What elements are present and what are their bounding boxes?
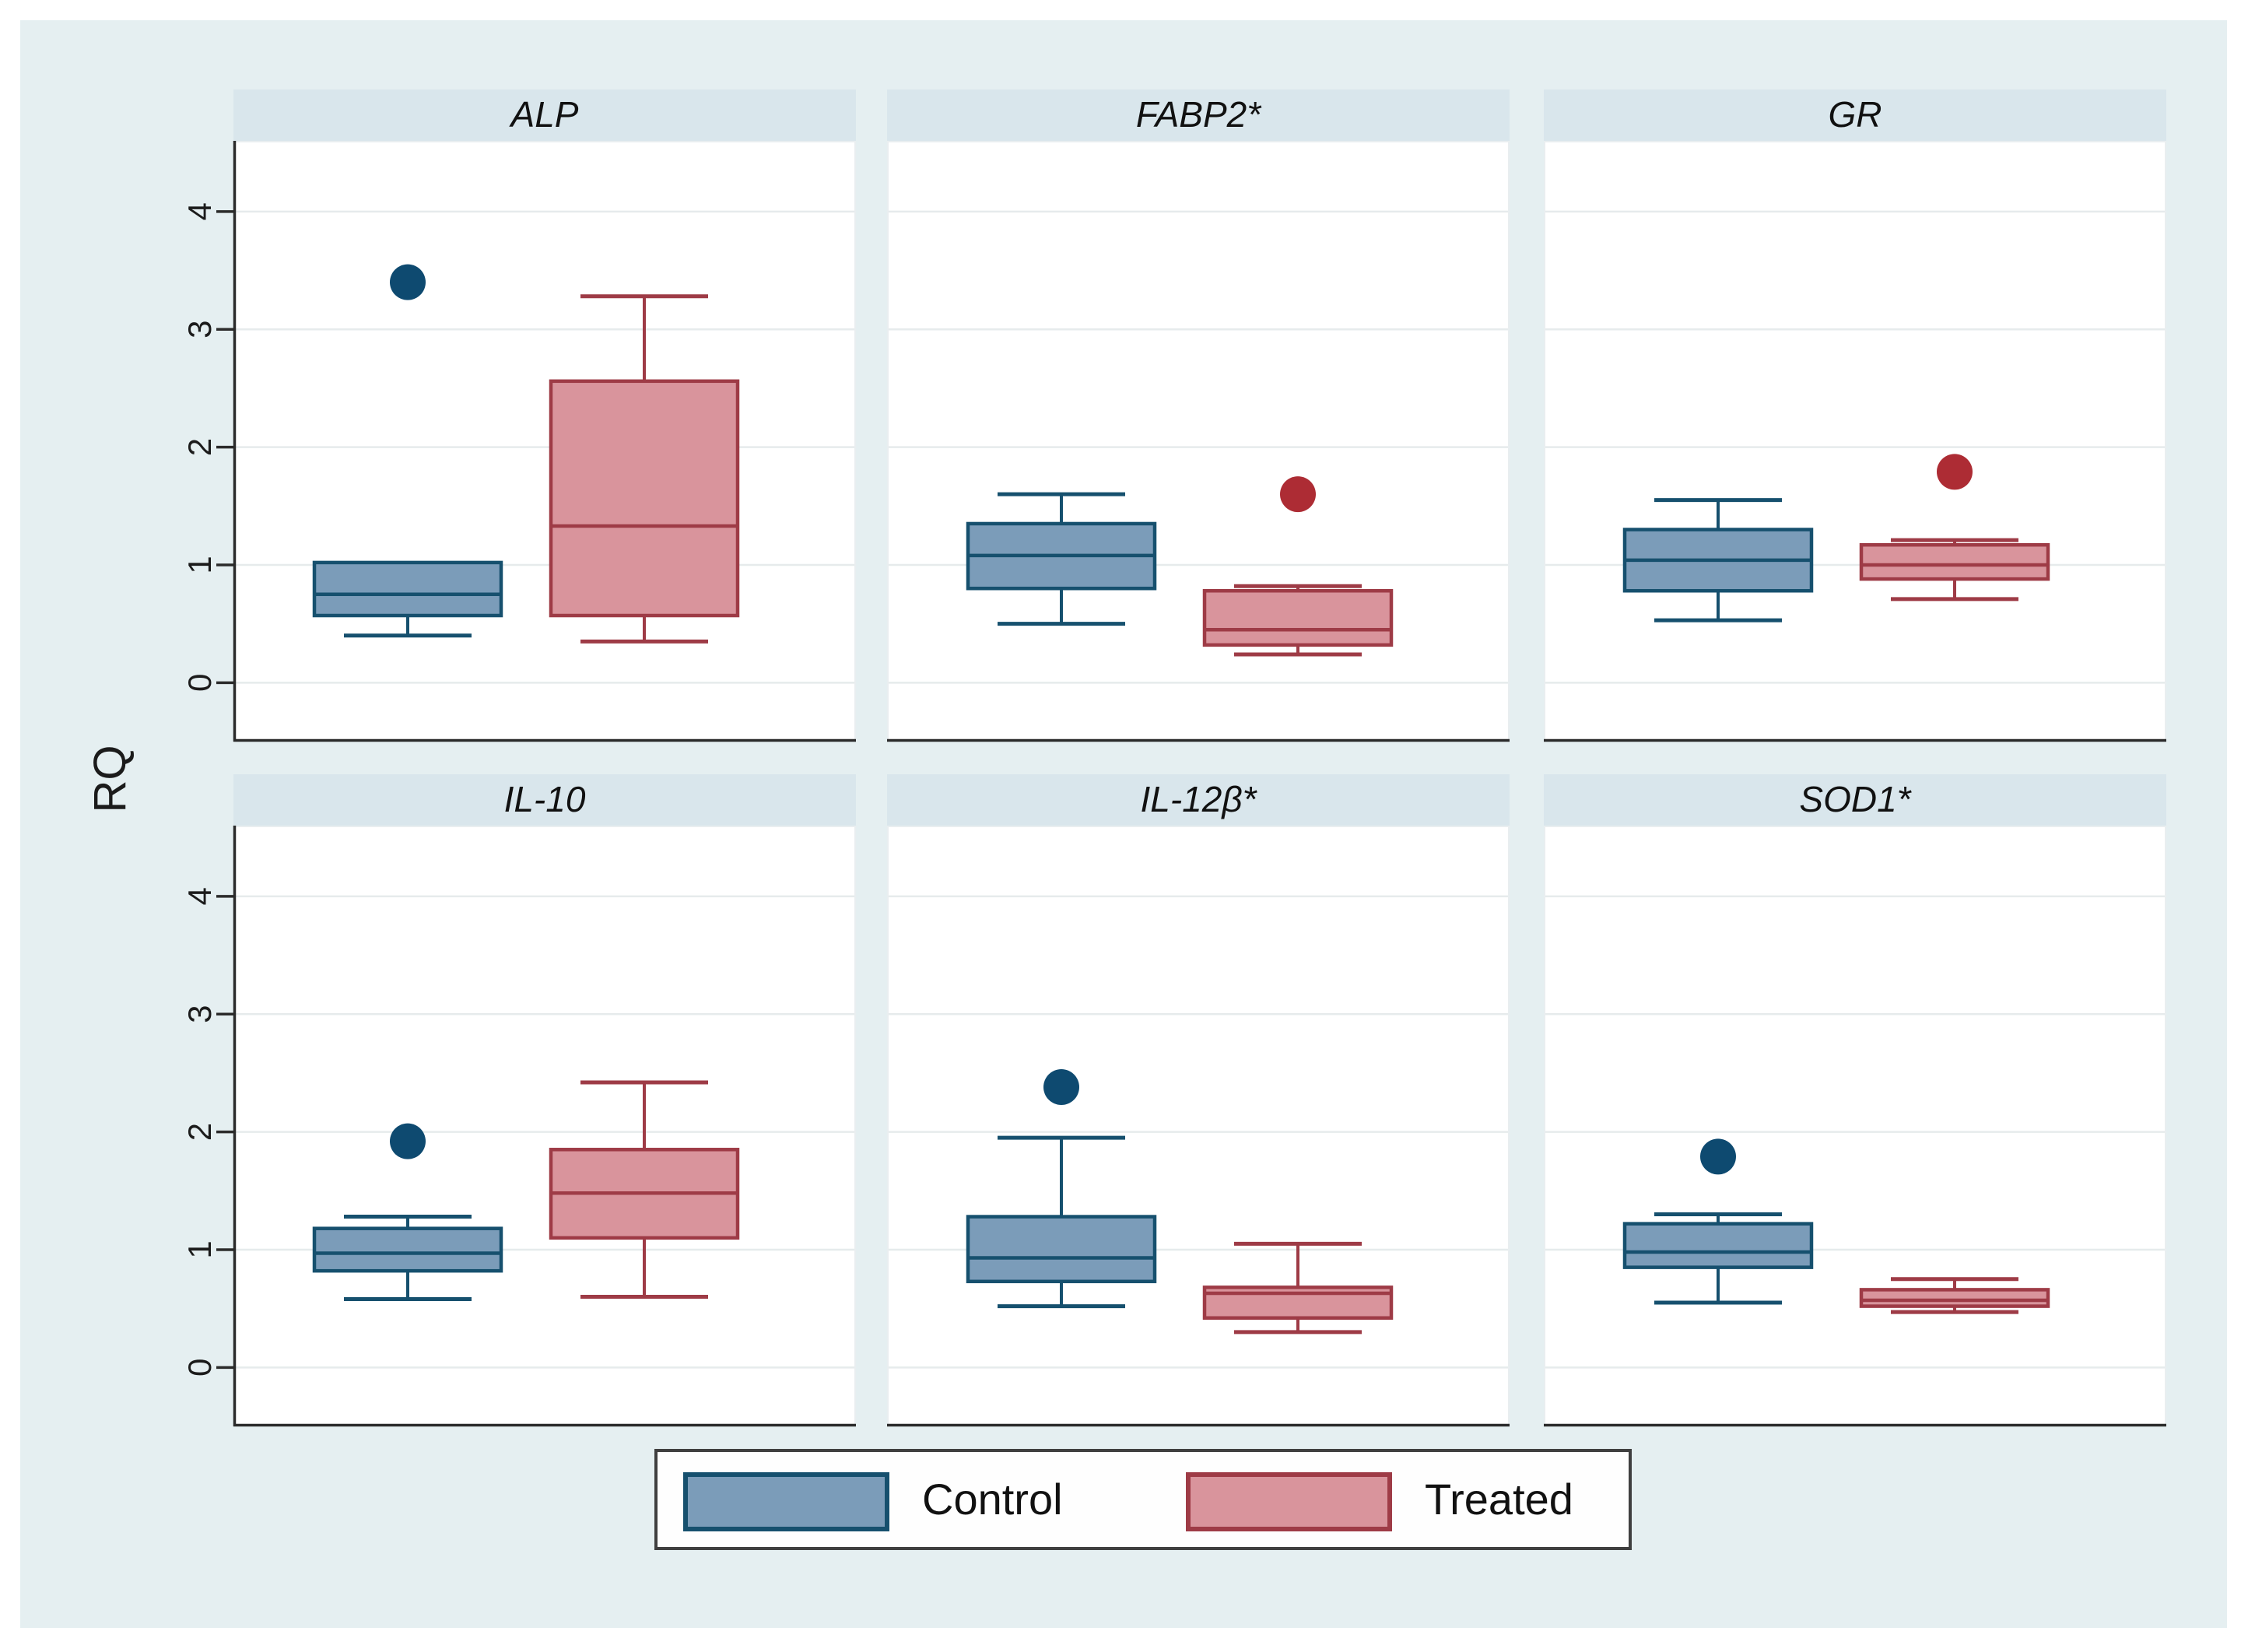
y-tick-label: 4 [181,202,218,220]
panel-title-alp: ALP [233,89,856,141]
control-swatch [683,1472,889,1531]
y-tick-label: 1 [181,1240,218,1258]
panel-plot-sod1 [1544,826,2166,1427]
panel-plot-fabp2 [887,141,1510,742]
panel-plot-gr [1544,141,2166,742]
outlier-control-sod1 [1700,1138,1736,1175]
y-tick-label: 1 [181,556,218,573]
outlier-control-il-10 [390,1123,426,1159]
y-tick-label: 2 [181,1123,218,1141]
outlier-control-alp [390,264,426,300]
y-tick-label: 0 [181,1359,218,1377]
panel-plot-alp: 0 1 2 3 4 [181,141,856,742]
outlier-treated-gr [1937,454,1973,490]
y-tick-label: 3 [181,1005,218,1023]
box-control-il-10 [312,1226,503,1273]
y-tick-label: 0 [181,674,218,692]
legend-label-treated: Treated [1425,1475,1573,1524]
box-treated-sod1 [1859,1288,2050,1308]
panel-title-il-12: IL-12β* [887,774,1510,826]
box-control-il-12 [966,1215,1157,1284]
panel-title-il-10: IL-10 [233,774,856,826]
y-tick-label: 4 [181,887,218,905]
box-treated-alp [549,379,740,618]
panel-plot-il-10: 0 1 2 3 4 [181,826,856,1427]
y-tick-label: 2 [181,438,218,456]
treated-swatch [1186,1472,1392,1531]
box-control-sod1 [1622,1222,1814,1269]
outlier-treated-fabp2 [1280,476,1316,513]
outlier-control-il-12 [1043,1069,1079,1106]
box-treated-gr [1859,542,2050,581]
panel-title-fabp2: FABP2* [887,89,1510,141]
panel-title-sod1: SOD1* [1544,774,2166,826]
box-control-alp [312,560,503,618]
legend-label-control: Control [922,1475,1063,1524]
y-tick-label: 3 [181,321,218,338]
box-treated-fabp2 [1202,588,1394,647]
y-axis-label: RQ [85,745,135,813]
panel-title-gr: GR [1544,89,2166,141]
panel-plot-il-12 [887,826,1510,1427]
legend: Control Treated [654,1449,1632,1550]
